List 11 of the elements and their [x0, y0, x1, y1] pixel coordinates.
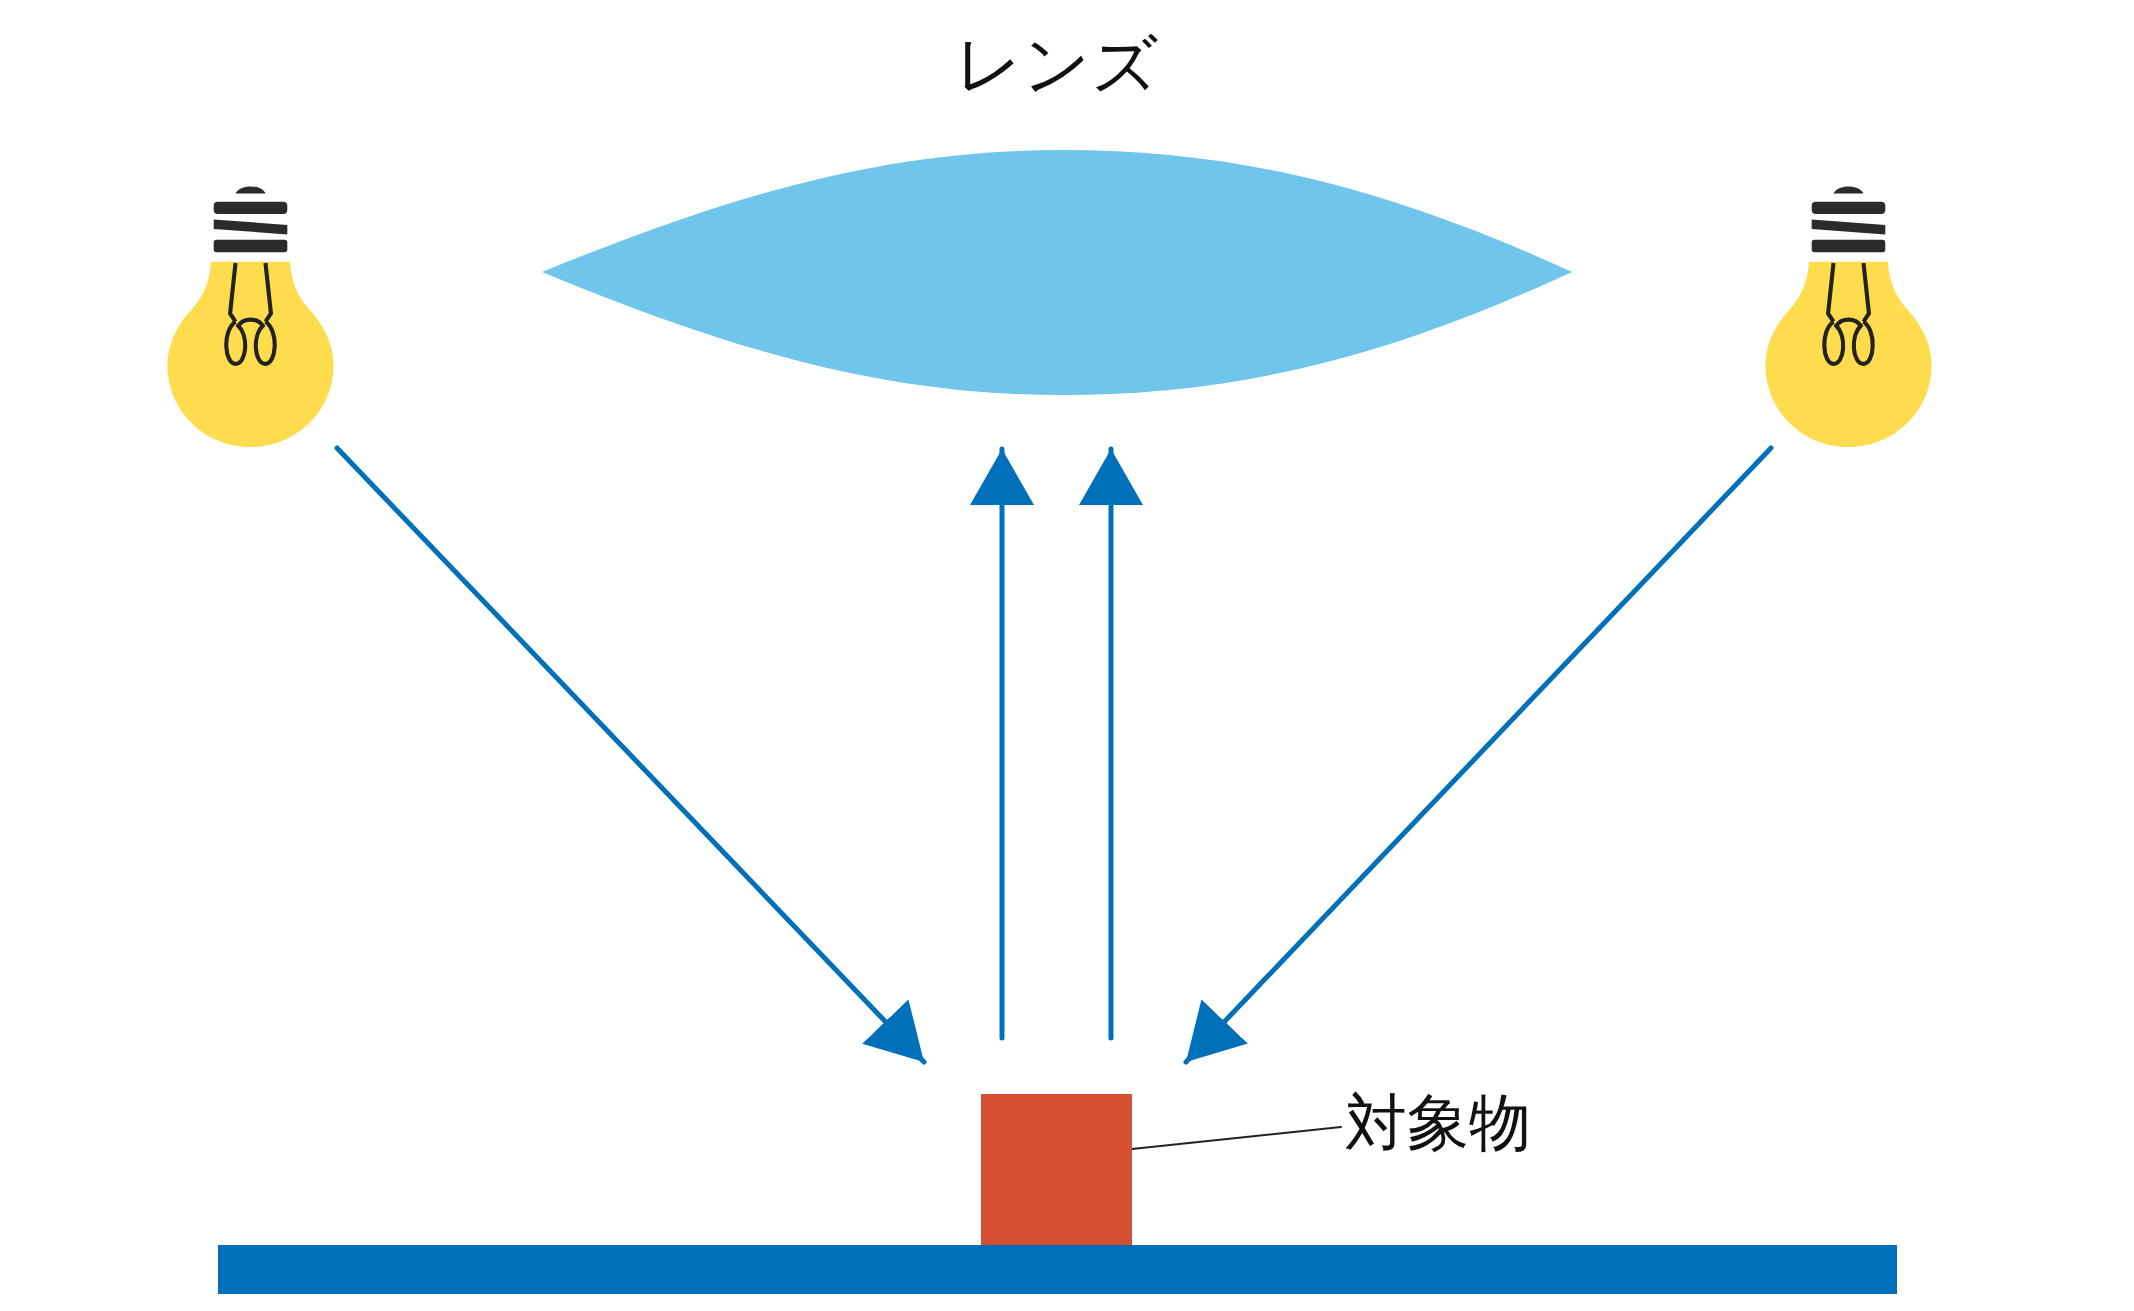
object-block — [981, 1094, 1132, 1245]
light-bulb-icon — [167, 184, 334, 447]
arrow — [1079, 446, 1143, 1041]
lens-label: レンズ — [955, 25, 1159, 105]
arrow — [970, 446, 1034, 1041]
leader-line — [1131, 1126, 1342, 1150]
light-bulb-icon — [1765, 184, 1932, 447]
arrow — [334, 445, 927, 1065]
arrow — [1183, 445, 1774, 1065]
object-label: 対象物 — [1345, 1085, 1531, 1161]
base-plate — [218, 1245, 1897, 1294]
